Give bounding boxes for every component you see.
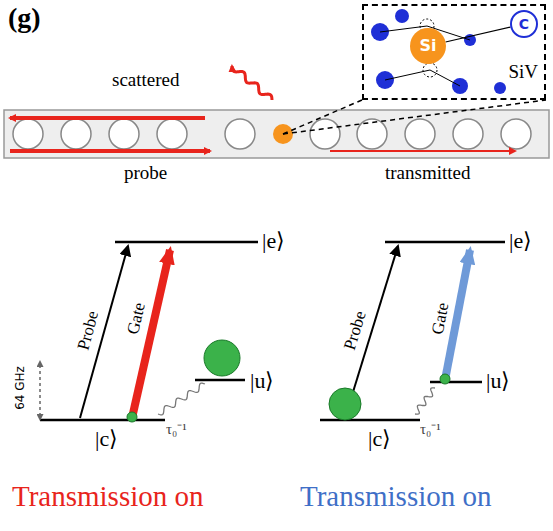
annotation-label: |c⟩ xyxy=(95,428,118,450)
atom-circle: Si xyxy=(410,28,446,64)
annotation-label: Gate xyxy=(124,300,148,335)
caption-text: Transmission on xyxy=(300,482,492,511)
annotation-label: τ₀⁻¹ xyxy=(420,422,441,437)
annotation-label: transmitted xyxy=(385,163,470,182)
caption-text: Transmission on xyxy=(12,482,204,511)
atom-symbol: C xyxy=(519,17,529,31)
annotation-label: τ₀⁻¹ xyxy=(166,422,187,437)
annotation-label: 64 GHz xyxy=(14,366,26,410)
inset-box: SiV Si C xyxy=(362,4,546,100)
annotation-label: Gate xyxy=(429,301,452,336)
bond-line xyxy=(446,27,511,42)
annotation-label: |u⟩ xyxy=(486,370,510,392)
annotation-label: scattered xyxy=(112,70,180,89)
annotation-label: |c⟩ xyxy=(368,428,391,450)
annotation-label: |u⟩ xyxy=(250,370,274,392)
atom-circle: C xyxy=(510,10,538,38)
inset-title: SiV xyxy=(508,62,538,81)
annotation-label: probe xyxy=(124,163,167,182)
annotation-label: |e⟩ xyxy=(262,230,285,252)
panel-label: (g) xyxy=(8,4,41,32)
annotation-label: Probe xyxy=(75,309,102,352)
annotation-label: Probe xyxy=(341,309,369,352)
annotation-label: |e⟩ xyxy=(509,230,532,252)
atom-symbol: Si xyxy=(419,38,436,54)
